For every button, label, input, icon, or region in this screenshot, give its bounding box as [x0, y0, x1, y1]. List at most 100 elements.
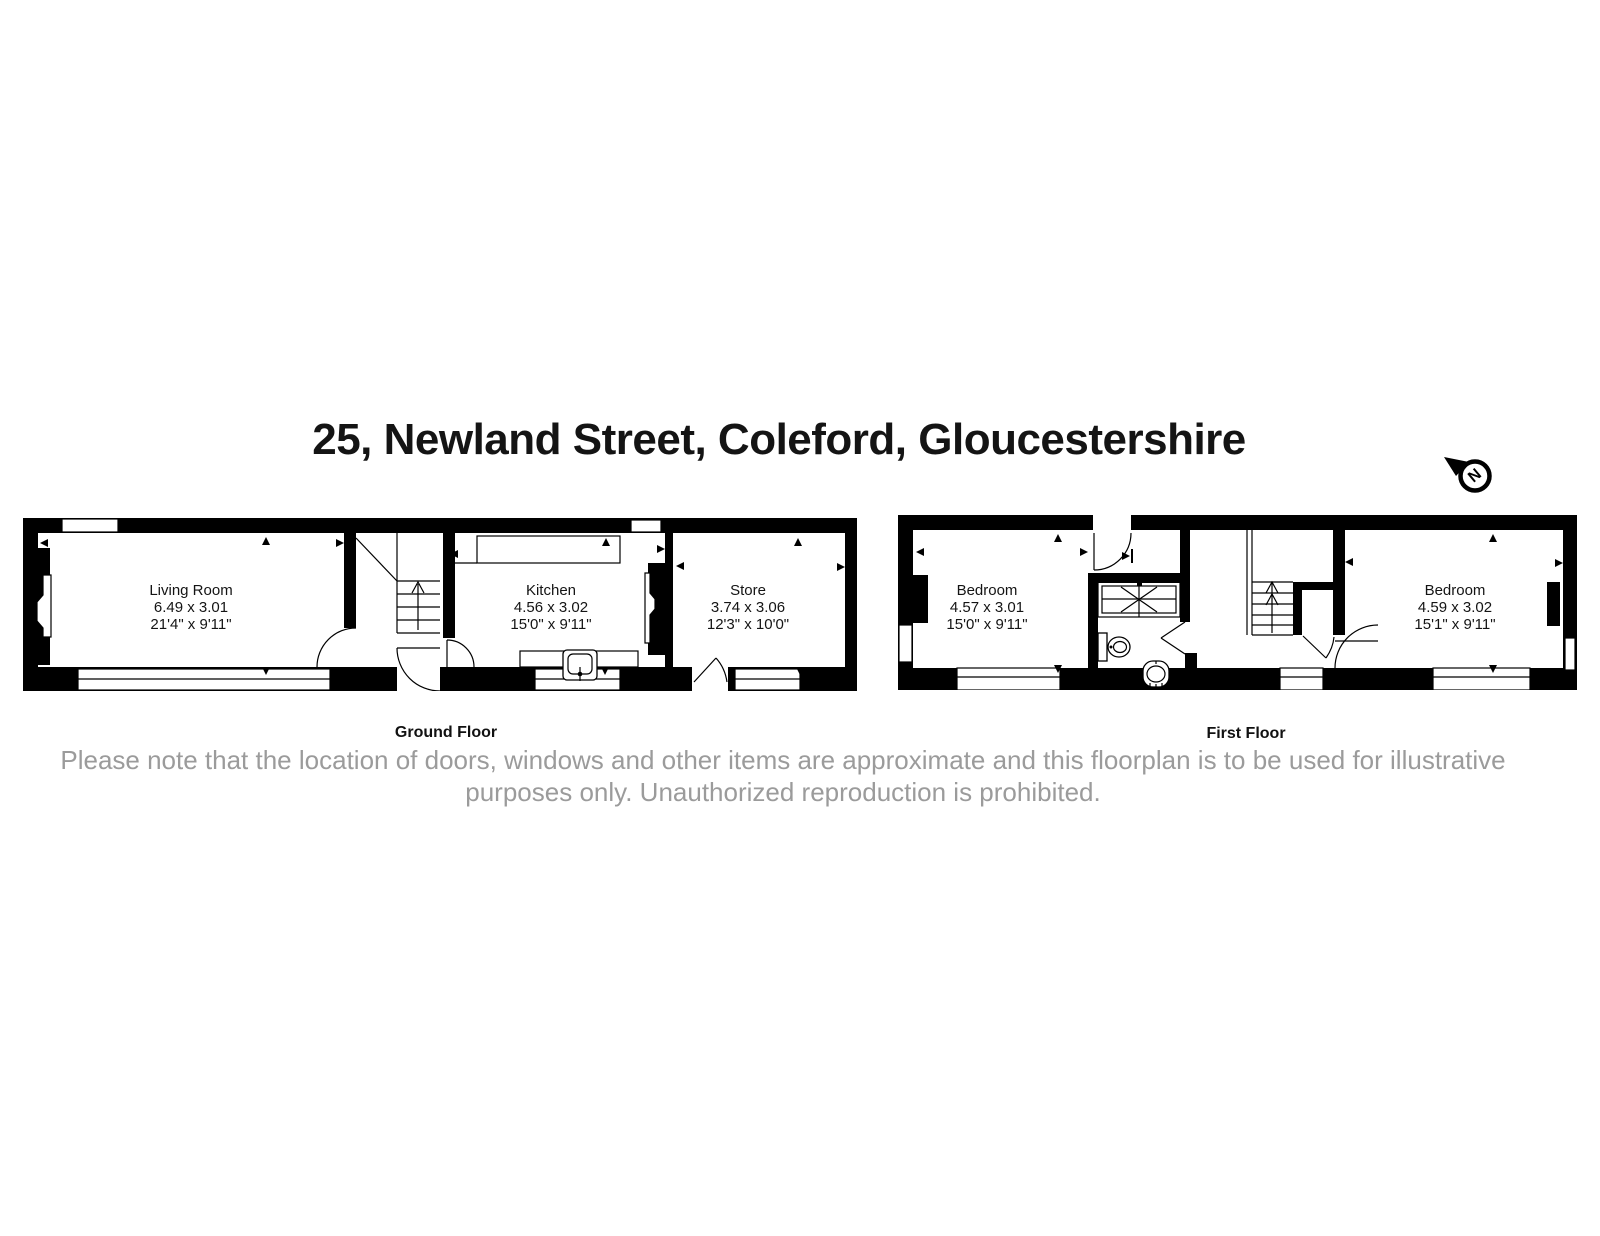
bedroom-door-opening	[1093, 515, 1131, 530]
first-floor-label: First Floor	[1206, 725, 1286, 742]
first-floor-plan	[898, 515, 1577, 690]
door-arc	[396, 647, 441, 691]
chimney-breast	[648, 563, 665, 655]
compass-icon: N	[1444, 457, 1492, 493]
page-title: 25, Newland Street, Coleford, Gloucester…	[312, 415, 1246, 464]
dimension-arrow	[450, 550, 458, 558]
living-room-wall	[344, 533, 356, 628]
bathroom-door-leaf	[1160, 621, 1186, 639]
dimension-arrow	[1080, 548, 1088, 556]
window	[61, 518, 119, 533]
chimney-breast	[912, 575, 928, 623]
room-label-living-room: Living Room 6.49 x 3.01 21'4" x 9'11"	[81, 582, 301, 633]
dimension-arrow	[1345, 558, 1353, 566]
room-label-store: Store 3.74 x 3.06 12'3" x 10'0"	[638, 582, 858, 633]
door-arc	[1325, 636, 1335, 659]
door-arc	[1093, 532, 1132, 571]
sink-tap	[577, 671, 583, 677]
kitchen-fittings	[445, 535, 639, 681]
shower-valve	[1137, 579, 1142, 586]
dimension-arrow	[602, 538, 610, 546]
disclaimer-line-1: Please note that the location of doors, …	[60, 745, 1506, 775]
window	[898, 624, 913, 663]
ground-floor-label: Ground Floor	[394, 724, 498, 741]
room-dim-metric: 4.56 x 3.02	[513, 599, 589, 616]
window	[1432, 667, 1531, 690]
fireplace-recess	[644, 572, 656, 644]
dimension-arrow	[837, 563, 845, 571]
dimension-arrow	[1489, 534, 1497, 542]
stairs-up-arrow	[1265, 592, 1279, 606]
disclaimer: Please note that the location of doors, …	[0, 744, 1566, 808]
bathroom-door-leaf	[1160, 637, 1186, 655]
dimension-arrow	[794, 538, 802, 546]
window	[956, 667, 1061, 690]
dimension-arrow	[336, 539, 344, 547]
room-dim-imperial: 12'3" x 10'0"	[706, 616, 790, 633]
room-dim-imperial: 15'0" x 9'11"	[510, 616, 592, 633]
doors	[316, 627, 728, 691]
room-label-bedroom-1: Bedroom 4.57 x 3.01 15'0" x 9'11"	[877, 582, 1097, 633]
worktop	[476, 535, 621, 564]
door-arc	[715, 657, 728, 683]
staircase	[1246, 530, 1293, 636]
dimension-arrow	[796, 667, 804, 675]
compass-ring	[1458, 459, 1492, 493]
stairs-up-arrow	[411, 580, 425, 594]
dimension-arrows	[40, 537, 845, 675]
dimension-arrow	[262, 667, 270, 675]
dimension-arrows	[916, 534, 1563, 673]
dimension-arrow	[1555, 559, 1563, 567]
room-dim-imperial: 15'0" x 9'11"	[946, 616, 1028, 633]
bathroom-wall	[1088, 573, 1185, 583]
dimension-arrow	[1054, 534, 1062, 542]
kitchen-wall	[443, 533, 455, 638]
room-name: Store	[730, 582, 766, 599]
room-dim-metric: 4.59 x 3.02	[1417, 599, 1493, 616]
bedroom-wall	[1333, 530, 1345, 635]
room-dim-imperial: 15'1" x 9'11"	[1414, 616, 1496, 633]
toilet	[1107, 636, 1131, 658]
first-floor-windows	[898, 624, 1576, 690]
bathroom-wall	[1185, 653, 1197, 668]
kitchen-store-wall	[665, 533, 673, 667]
dimension-arrow	[262, 537, 270, 545]
dimension-arrow	[1122, 552, 1130, 560]
bathroom-wall	[1088, 573, 1098, 668]
stairs-up-arrow	[1265, 580, 1279, 594]
north-arrow-icon	[1444, 457, 1469, 476]
bathroom-fittings	[1097, 579, 1181, 688]
window	[1564, 637, 1576, 671]
store-door-opening	[692, 667, 728, 691]
room-name: Bedroom	[1424, 582, 1486, 599]
door-arc	[446, 639, 475, 668]
understairs-line	[355, 537, 398, 582]
window	[1279, 667, 1324, 690]
room-dim-metric: 4.57 x 3.01	[949, 599, 1025, 616]
chimney-breast	[1547, 582, 1560, 626]
room-dim-metric: 6.49 x 3.01	[153, 599, 229, 616]
stair-wall	[1293, 582, 1302, 635]
dimension-arrow	[40, 539, 48, 547]
dimension-arrow	[1054, 665, 1062, 673]
store-door-leaf	[693, 657, 717, 683]
room-dim-imperial: 21'4" x 9'11"	[150, 616, 232, 633]
dimension-arrow	[676, 562, 684, 570]
room-label-bedroom-2: Bedroom 4.59 x 3.02 15'1" x 9'11"	[1345, 582, 1565, 633]
dimension-arrow	[916, 548, 924, 556]
dimension-arrow	[657, 545, 665, 553]
door-arc	[316, 627, 357, 668]
doors	[1093, 532, 1379, 669]
window	[36, 574, 52, 638]
room-label-kitchen: Kitchen 4.56 x 3.02 15'0" x 9'11"	[441, 582, 661, 633]
door-arc	[1334, 624, 1379, 669]
disclaimer-line-2: purposes only. Unauthorized reproduction…	[465, 777, 1101, 807]
cupboard-wall	[1293, 582, 1333, 590]
window	[630, 519, 662, 533]
dimension-arrow	[1489, 665, 1497, 673]
bathroom-wall	[1180, 530, 1190, 622]
room-name: Bedroom	[956, 582, 1018, 599]
ground-floor-windows	[36, 518, 801, 691]
dimension-arrow	[601, 667, 609, 675]
